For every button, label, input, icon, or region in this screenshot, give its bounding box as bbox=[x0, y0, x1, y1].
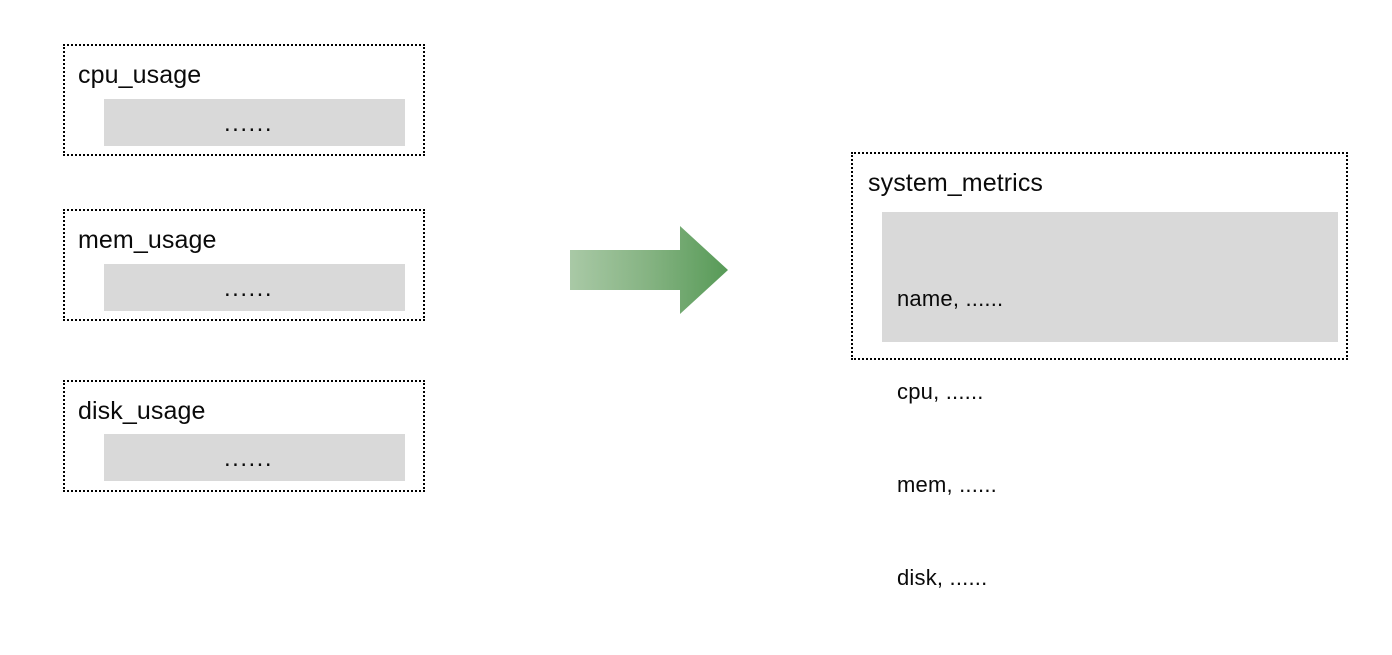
target-node-title-system-metrics: system_metrics bbox=[868, 169, 1044, 197]
target-field-row: mem, ...... bbox=[897, 472, 997, 497]
source-panel-disk-usage bbox=[104, 434, 405, 481]
merge-arrow-icon bbox=[570, 226, 728, 314]
source-panel-ellipsis-cpu-usage: ...... bbox=[224, 110, 274, 137]
source-panel-ellipsis-mem-usage: ...... bbox=[224, 275, 274, 302]
target-field-row: cpu, ...... bbox=[897, 379, 984, 404]
source-panel-mem-usage bbox=[104, 264, 405, 311]
target-panel-field-list: name, ...... cpu, ...... mem, ...... dis… bbox=[897, 221, 1003, 655]
source-node-title-cpu-usage: cpu_usage bbox=[78, 61, 202, 89]
target-field-row: name, ...... bbox=[897, 286, 1004, 311]
diagram-canvas: cpu_usage ...... mem_usage ...... disk_u… bbox=[63, 44, 1348, 590]
target-field-row: disk, ...... bbox=[897, 565, 988, 590]
source-panel-cpu-usage bbox=[104, 99, 405, 146]
source-node-title-disk-usage: disk_usage bbox=[78, 397, 206, 425]
source-panel-ellipsis-disk-usage: ...... bbox=[224, 445, 274, 472]
source-node-title-mem-usage: mem_usage bbox=[78, 226, 217, 254]
target-panel-system-metrics bbox=[882, 212, 1338, 342]
